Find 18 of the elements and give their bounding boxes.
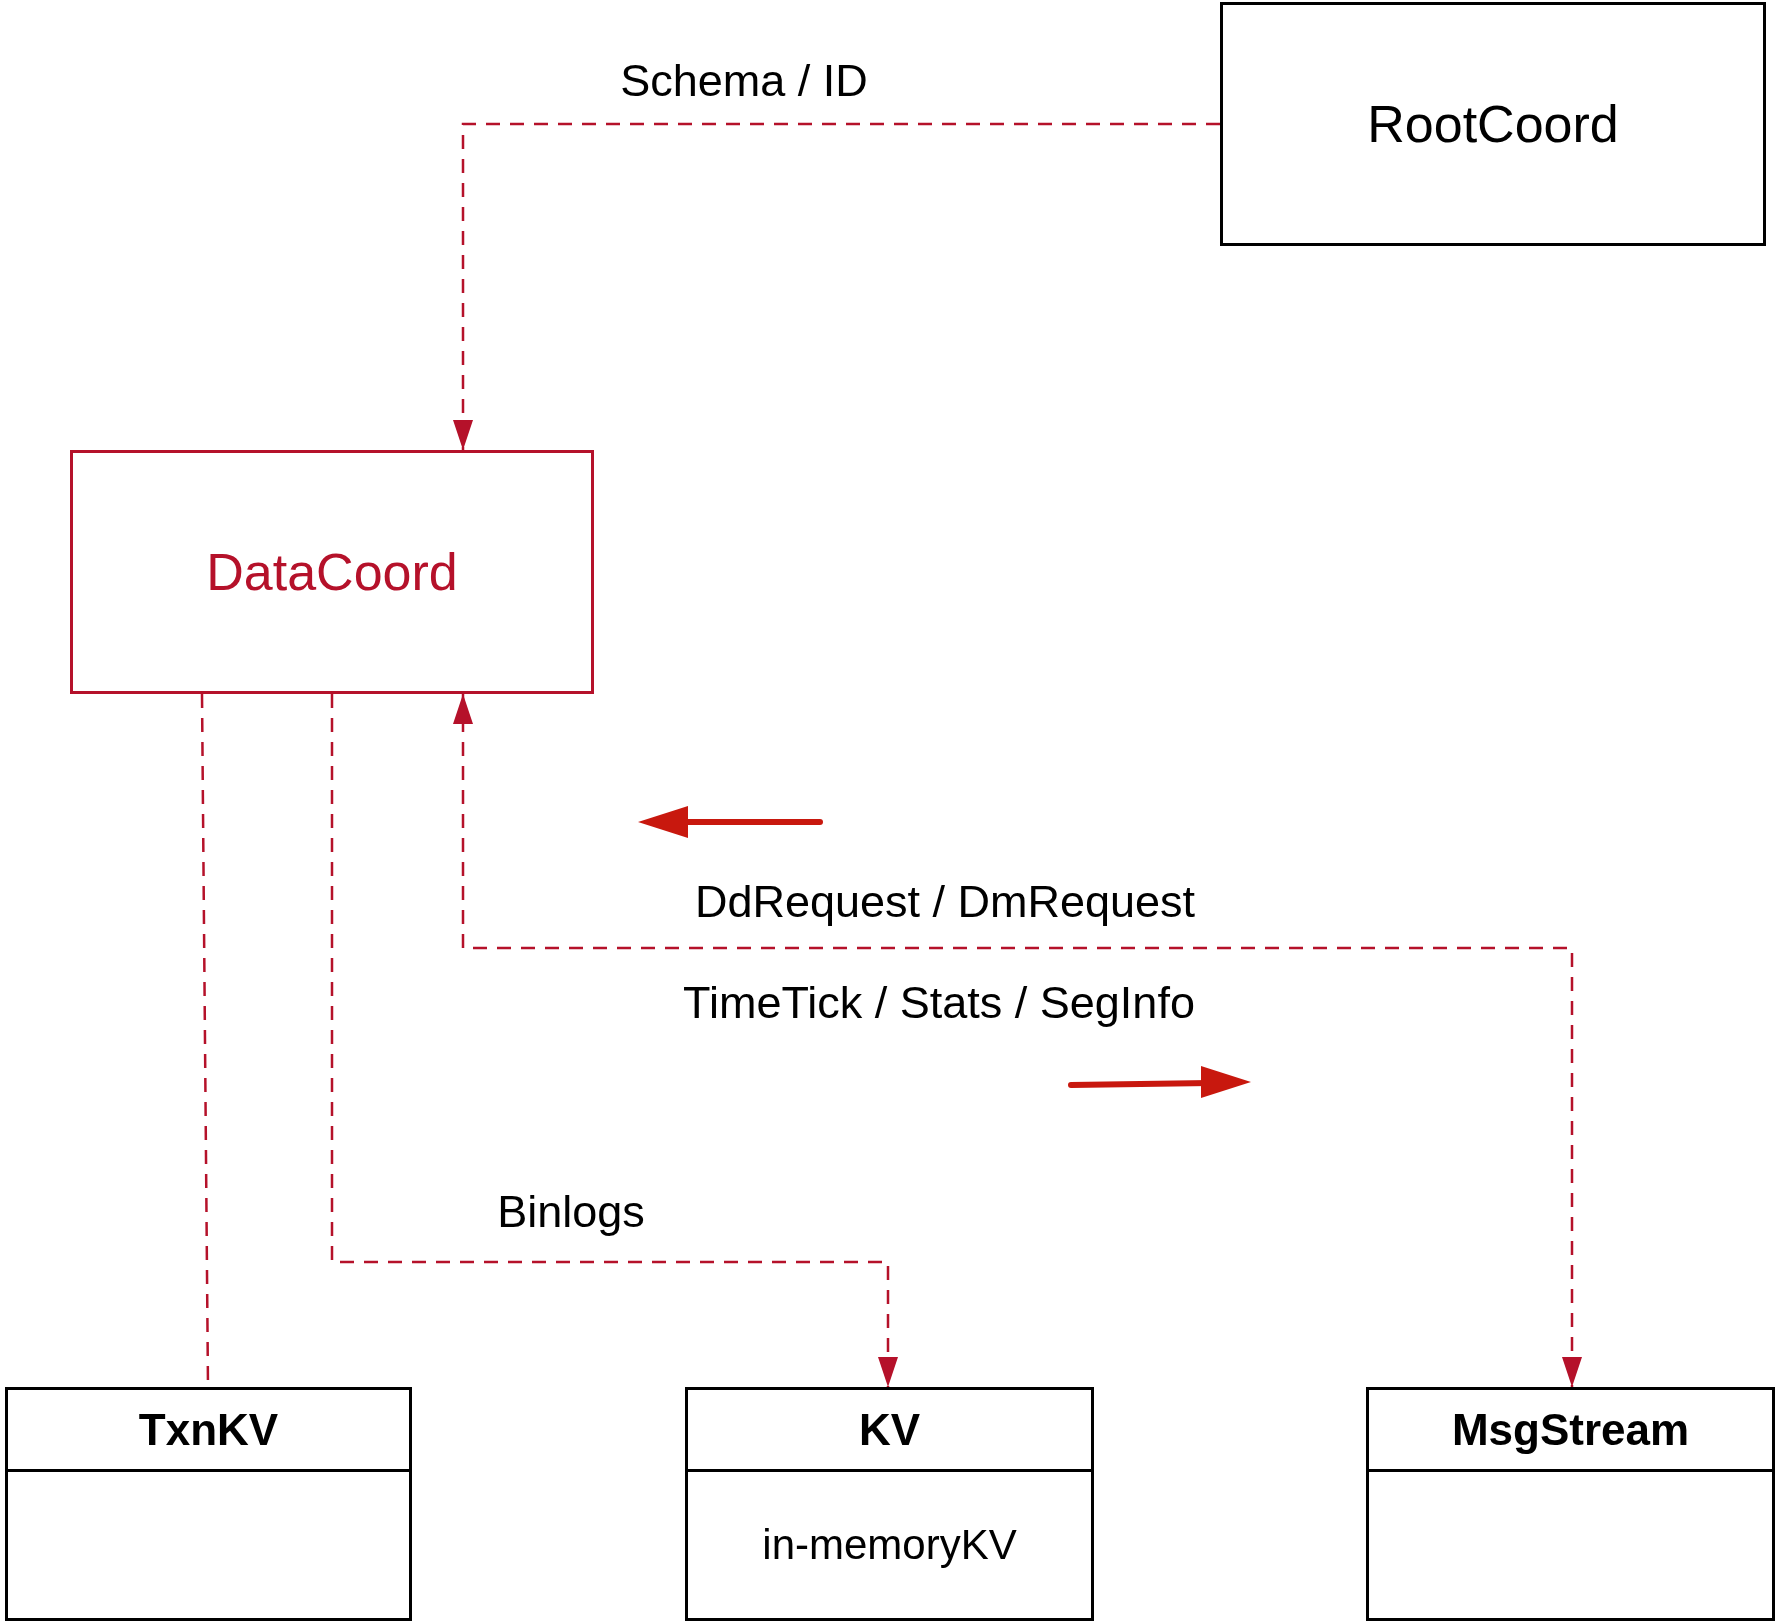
storage-box (1366, 1387, 1775, 1621)
dashed-connector (453, 694, 1582, 1387)
box-title: MsgStream (1451, 1407, 1690, 1452)
edge-label: Schema / ID (620, 57, 868, 103)
box-text: in-memoryKV (762, 1519, 1017, 1570)
dashed-connector (453, 122, 1220, 450)
dashed-connector (330, 694, 898, 1387)
box-title: KV (858, 1407, 921, 1452)
flow-label: TimeTick / Stats / SegInfo (683, 979, 1195, 1025)
component-box (70, 450, 594, 694)
component-box (1220, 2, 1766, 246)
edge-label: DdRequest / DmRequest (694, 878, 1196, 924)
box-title: TxnKV (138, 1407, 279, 1452)
storage-box (685, 1387, 1094, 1621)
component-name: DataCoord (206, 542, 458, 603)
edge-label: Binlogs (497, 1188, 645, 1234)
storage-box (5, 1387, 412, 1621)
component-name: RootCoord (1367, 94, 1619, 155)
